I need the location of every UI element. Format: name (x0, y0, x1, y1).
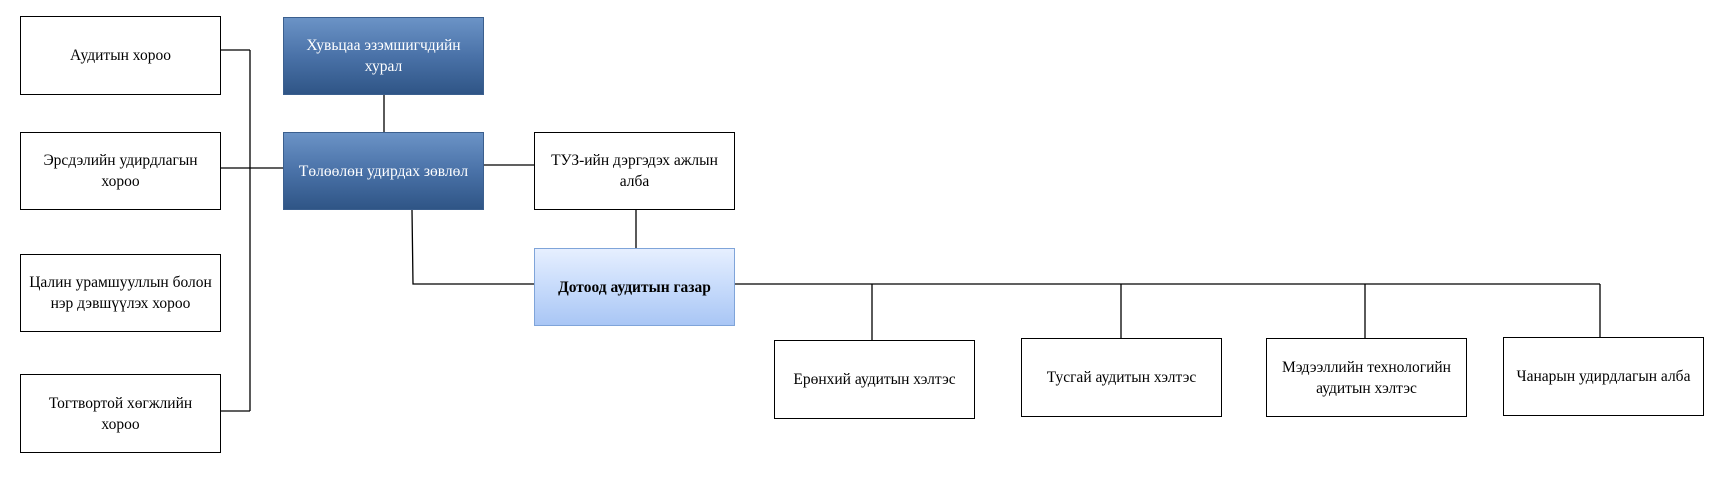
board-of-directors-label: Төлөөлөн удирдах зөвлөл (298, 162, 469, 180)
internal-audit-box: Дотоод аудитын газар (534, 248, 735, 326)
audit-committee-label: Аудитын хороо (70, 47, 171, 64)
shareholders-meeting-box: Хувьцаа эзэмшигчдийн хурал (283, 17, 484, 95)
sustainability-committee-box: Тогтвортой хөгжлийн хороо (20, 374, 221, 453)
quality-control-label: Чанарын удирдлагын алба (1516, 368, 1691, 385)
risk-committee-label: Эрсдэлийн удирдлагын хороо (43, 152, 198, 190)
board-secretariat-box: ТУЗ-ийн дэргэдэх ажлын алба (534, 132, 735, 210)
general-audit-label: Ерөнхий аудитын хэлтэс (793, 371, 956, 388)
special-audit-box: Тусгай аудитын хэлтэс (1021, 338, 1222, 417)
sustainability-committee-label: Тогтвортой хөгжлийн хороо (48, 394, 193, 433)
board-secretariat-label: ТУЗ-ийн дэргэдэх ажлын алба (551, 152, 718, 190)
general-audit-box: Ерөнхий аудитын хэлтэс (774, 340, 975, 419)
audit-committee-box: Аудитын хороо (20, 16, 221, 95)
shareholders-meeting-label: Хувьцаа эзэмшигчдийн хурал (306, 37, 461, 75)
it-audit-label: Мэдээллийн технологийн аудитын хэлтэс (1282, 358, 1451, 397)
quality-control-box: Чанарын удирдлагын алба (1503, 337, 1704, 416)
internal-audit-label: Дотоод аудитын газар (558, 278, 711, 296)
connector-board-internal-audit (411, 209, 534, 285)
compensation-committee-box: Цалин урамшууллын болон нэр дэвшүүлэх хо… (20, 254, 221, 332)
special-audit-label: Тусгай аудитын хэлтэс (1046, 369, 1197, 386)
board-of-directors-box: Төлөөлөн удирдах зөвлөл (283, 132, 484, 210)
risk-committee-box: Эрсдэлийн удирдлагын хороо (20, 132, 221, 210)
compensation-committee-label: Цалин урамшууллын болон нэр дэвшүүлэх хо… (29, 274, 212, 312)
it-audit-box: Мэдээллийн технологийн аудитын хэлтэс (1266, 338, 1467, 417)
